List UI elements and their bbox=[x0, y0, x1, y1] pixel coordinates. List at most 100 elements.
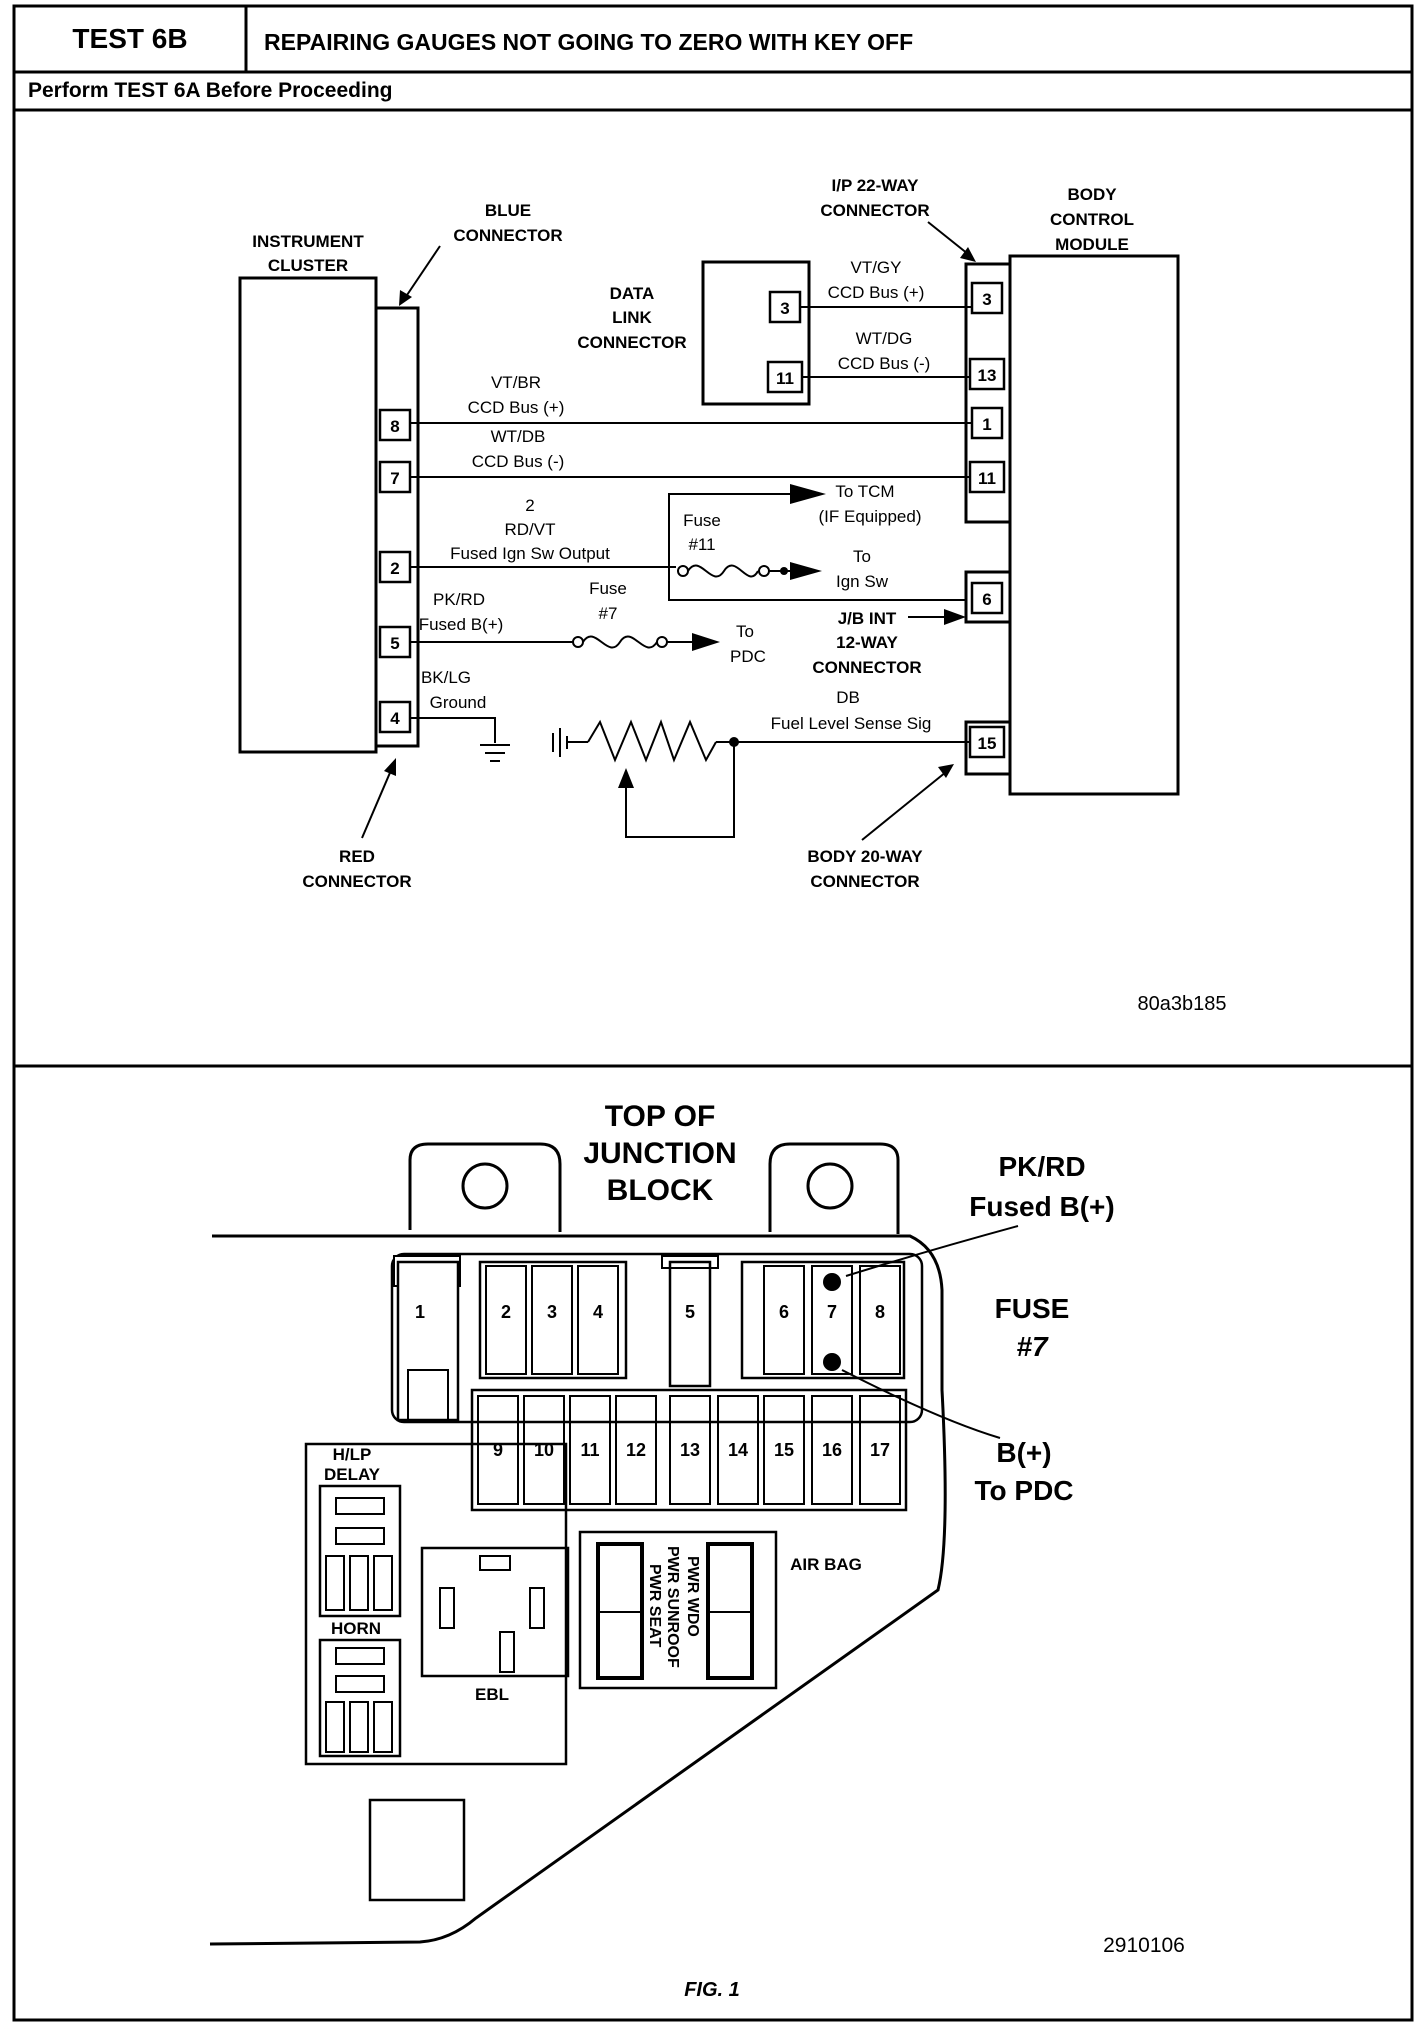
fuse-slot-5 bbox=[668, 1260, 712, 1388]
body-connector-arrowhead bbox=[938, 764, 954, 778]
fuse-11-terminal-right bbox=[758, 565, 770, 577]
bcm-pin-11-label: 11 bbox=[978, 469, 996, 488]
fuse-7-test-point-top bbox=[823, 1273, 841, 1291]
cluster-pin-7 bbox=[378, 460, 412, 494]
wire-rd-vt-color: RD/VT bbox=[505, 520, 556, 539]
fuse-label-4: 4 bbox=[593, 1302, 603, 1322]
jb-title-2: JUNCTION bbox=[583, 1137, 736, 1170]
cluster-pin-2-label: 2 bbox=[390, 559, 399, 578]
pk-rd-leader bbox=[845, 1225, 1019, 1277]
bcm-pin-3 bbox=[970, 281, 1004, 315]
hlp-relay-pin-b bbox=[335, 1527, 385, 1545]
fuse-slot-16 bbox=[811, 1395, 853, 1505]
ip-connector-arrow bbox=[927, 221, 969, 255]
hlp-relay-pin-e bbox=[373, 1555, 393, 1611]
to-pdc-label-2: PDC bbox=[730, 647, 766, 666]
ebl-label: EBL bbox=[475, 1685, 509, 1704]
to-ign-sw-label-2: Ign Sw bbox=[836, 572, 889, 591]
jb-connector-label-3: CONNECTOR bbox=[812, 658, 921, 677]
fuse-11-label-1: Fuse bbox=[683, 511, 721, 530]
fuse-label-9: 9 bbox=[493, 1440, 503, 1460]
ign-sw-node bbox=[780, 567, 788, 575]
red-connector-arrowhead bbox=[384, 758, 396, 776]
pk-rd-callout-1: PK/RD bbox=[998, 1151, 1085, 1182]
hlp-relay-pin-d bbox=[349, 1555, 369, 1611]
fuse-label-3: 3 bbox=[547, 1302, 557, 1322]
junction-block-outline bbox=[209, 1234, 947, 1946]
blue-connector-arrow bbox=[404, 245, 441, 299]
wire-bk-lg-color: BK/LG bbox=[421, 668, 471, 687]
fuse-label-5: 5 bbox=[685, 1302, 695, 1322]
fuse-slot-14 bbox=[717, 1395, 759, 1505]
fuse-7-symbol bbox=[582, 635, 658, 649]
hlp-relay-pin-a bbox=[335, 1497, 385, 1515]
mounting-ear-left bbox=[408, 1142, 562, 1232]
pwr-seat-label: PWR SEAT bbox=[646, 1564, 663, 1647]
red-connector-label-2: CONNECTOR bbox=[302, 872, 411, 891]
cluster-connector-strip bbox=[374, 306, 420, 748]
blue-connector-arrowhead bbox=[399, 290, 412, 306]
wire-vt-gy-signal: CCD Bus (+) bbox=[828, 283, 925, 302]
wire-db-color: DB bbox=[836, 688, 860, 707]
dlc-pin-11-label: 11 bbox=[776, 369, 794, 388]
junction-block-drawing: TOP OF JUNCTION BLOCK 1 2 3 4 5 6 7 8 bbox=[209, 1100, 1185, 1957]
to-ign-sw-arrowhead bbox=[790, 562, 822, 580]
wire-wt-dg-signal: CCD Bus (-) bbox=[838, 354, 931, 373]
to-pdc-label-1: To bbox=[736, 622, 754, 641]
fuse-label-2: 2 bbox=[501, 1302, 511, 1322]
pwr-sunroof-label: PWR SUNROOF bbox=[664, 1546, 681, 1668]
blue-connector-label-2: CONNECTOR bbox=[453, 226, 562, 245]
fuse-7-terminal-right bbox=[656, 636, 668, 648]
bcm-pin-13 bbox=[968, 357, 1006, 391]
fuse-slot-7 bbox=[811, 1265, 853, 1375]
instrument-cluster-label-1: INSTRUMENT bbox=[252, 232, 364, 251]
fuse-11-terminal-left bbox=[677, 565, 689, 577]
jb-connector-label-1: J/B INT bbox=[838, 609, 897, 628]
dlc-label-2: LINK bbox=[612, 308, 652, 327]
pk-rd-callout-2: Fused B(+) bbox=[969, 1191, 1114, 1222]
wire-wt-dg-color: WT/DG bbox=[856, 329, 913, 348]
wire-vt-br-color: VT/BR bbox=[491, 373, 541, 392]
wire-bk-lg-signal: Ground bbox=[430, 693, 487, 712]
air-bag-label: AIR BAG bbox=[790, 1555, 862, 1574]
wire-wt-db-color: WT/DB bbox=[491, 427, 546, 446]
fuse-7-callout-2: #7 bbox=[1016, 1331, 1049, 1362]
cluster-pin-8 bbox=[378, 408, 412, 442]
body-connector-label-2: CONNECTOR bbox=[810, 872, 919, 891]
fuse-label-11: 11 bbox=[580, 1440, 599, 1460]
fuse-7-label-2: #7 bbox=[599, 604, 618, 623]
fuse-slot-17 bbox=[859, 1395, 901, 1505]
instrument-cluster-label-2: CLUSTER bbox=[268, 256, 348, 275]
blue-connector-label-1: BLUE bbox=[485, 201, 531, 220]
red-connector-label-1: RED bbox=[339, 847, 375, 866]
wire-db-signal: Fuel Level Sense Sig bbox=[771, 714, 932, 733]
fuel-level-sender-icon bbox=[552, 719, 739, 838]
mounting-hole-left bbox=[461, 1162, 509, 1210]
fuse-slot-15 bbox=[763, 1395, 805, 1505]
prerequisite-text: Perform TEST 6A Before Proceeding bbox=[28, 79, 392, 102]
fuse-label-14: 14 bbox=[728, 1440, 748, 1460]
cluster-pin-8-label: 8 bbox=[390, 417, 399, 436]
horn-relay-pin-c bbox=[325, 1701, 345, 1753]
fuse-group-2-4 bbox=[478, 1260, 628, 1380]
fuse-slot-6 bbox=[763, 1265, 805, 1375]
wire-rd-vt-num: 2 bbox=[525, 496, 534, 515]
jb-title-1: TOP OF bbox=[605, 1100, 716, 1133]
wiring-schematic: INSTRUMENT CLUSTER BLUE CONNECTOR RED CO… bbox=[238, 176, 1226, 1015]
fuse-1-tab bbox=[407, 1369, 449, 1421]
bcm-pin-1-label: 1 bbox=[982, 415, 991, 434]
horn-relay-pin-b bbox=[335, 1675, 385, 1693]
ebl-relay-pin-c bbox=[529, 1587, 545, 1629]
cluster-pin-4-label: 4 bbox=[390, 709, 400, 728]
horn-relay-label: HORN bbox=[331, 1619, 381, 1638]
dlc-label-1: DATA bbox=[610, 284, 655, 303]
body-connector-label-1: BODY 20-WAY bbox=[807, 847, 923, 866]
bplus-callout-2: To PDC bbox=[974, 1475, 1073, 1506]
fuse-label-12: 12 bbox=[626, 1440, 646, 1460]
cluster-pin-7-label: 7 bbox=[390, 469, 399, 488]
fuse-label-7: 7 bbox=[827, 1302, 837, 1322]
ebl-relay-pin-b bbox=[439, 1587, 455, 1629]
fuse-11-symbol bbox=[687, 564, 759, 578]
body-connector-arrow bbox=[861, 771, 947, 841]
